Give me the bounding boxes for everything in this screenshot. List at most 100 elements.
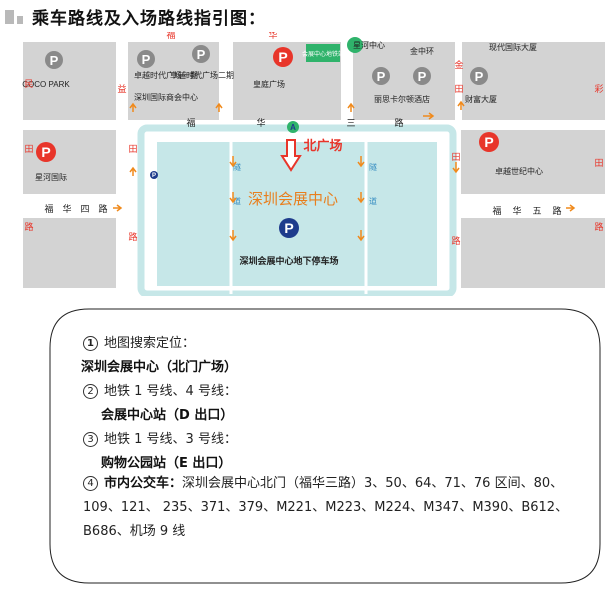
info-item1-label: 地图搜索定位： xyxy=(104,336,196,351)
svg-text:P: P xyxy=(484,134,493,150)
road-fuhua4-2: 华 xyxy=(62,203,71,214)
label-zhuoyue-shiji: 卓越世纪中心 xyxy=(495,166,543,176)
metro-exit-icon xyxy=(287,121,299,133)
label-xiandai: 现代国际大厦 xyxy=(489,42,537,52)
svg-text:P: P xyxy=(418,69,427,84)
info-item4-label: 市内公交车： xyxy=(104,476,183,491)
road-fuhua3-san: 三 xyxy=(346,118,355,128)
building-xinghe xyxy=(353,42,455,120)
road-lu-cai: 路 xyxy=(594,221,603,232)
info-panel: 1 地图搜索定位： 深圳会展中心（北门广场） 2 地铁 1 号线、4 号线： 会展中… xyxy=(49,308,601,584)
parking-zhuoyue2-icon xyxy=(192,45,210,63)
direction-arrows xyxy=(113,100,576,242)
road-fuhua4-3: 四 xyxy=(80,204,89,214)
label-metro: 会展中心地铁站 xyxy=(302,50,344,58)
road-top-hua: 华 xyxy=(268,32,277,40)
parking-underground-icon xyxy=(279,218,299,238)
parking-zhuoyue1-icon xyxy=(137,50,155,68)
tunnel-left-2: 道 xyxy=(233,196,241,206)
parking-coco-icon xyxy=(45,51,63,69)
parking-zhuoyue-shiji-icon xyxy=(479,132,499,152)
road-min: 民 xyxy=(24,79,33,89)
info-item2-value: 会展中心站（D 出口） xyxy=(101,408,234,423)
label-zhuoyue1: 卓越时代广场一期 xyxy=(134,70,198,80)
metro-exit-badge: A xyxy=(290,123,296,132)
label-caifu: 财富大厦 xyxy=(465,94,497,104)
label-convention-center: 深圳会展中心 xyxy=(248,191,338,208)
route-map: P P P P P P P P P P P A COCO PARK 卓越时代广场… xyxy=(21,32,607,296)
road-fuhua4-1: 福 xyxy=(44,203,53,214)
heading-square-icon xyxy=(5,10,14,24)
svg-text:P: P xyxy=(377,69,386,84)
parking-huangting-icon xyxy=(273,47,293,67)
label-north-plaza: 北广场 xyxy=(303,138,342,153)
label-xinghe-guoji: 星河国际 xyxy=(35,172,67,182)
label-jinzhonghuan: 金中环 xyxy=(410,46,434,56)
road-cai-tian: 田 xyxy=(594,158,603,168)
road-tian-left: 田 xyxy=(24,144,33,154)
info-item3-value: 购物公园站（E 出口） xyxy=(101,456,232,471)
info-item1-value: 深圳会展中心（北门广场） xyxy=(81,360,238,375)
north-plaza-arrow-icon xyxy=(280,139,302,172)
road-yi-tian: 田 xyxy=(128,144,137,154)
road-fuhua3-hua: 华 xyxy=(256,117,265,128)
num-4-icon: 4 xyxy=(83,476,98,491)
road-jin-tian: 田 xyxy=(451,152,460,162)
parking-jinzhonghuan-icon xyxy=(413,67,431,85)
road-fuhua5-3: 五 xyxy=(532,206,541,216)
building-bottom-left xyxy=(23,218,116,288)
svg-text:P: P xyxy=(152,173,156,179)
road-top-fu: 福 xyxy=(166,32,175,40)
tunnel-right-2: 道 xyxy=(369,196,377,206)
svg-text:P: P xyxy=(475,69,484,84)
building-coco-park xyxy=(23,42,116,120)
heading-square-small-icon xyxy=(17,16,23,24)
road-fuhua3-fu: 福 xyxy=(186,117,195,128)
svg-text:P: P xyxy=(197,47,206,62)
info-frame xyxy=(49,308,601,584)
label-huangting: 皇庭广场 xyxy=(253,79,285,89)
parking-icons xyxy=(36,45,499,238)
building-bottom-right xyxy=(461,218,605,288)
info-item1-label-row: 1 地图搜索定位： xyxy=(83,332,195,351)
info-item2-label: 地铁 1 号线、4 号线： xyxy=(104,384,237,399)
svg-text:P: P xyxy=(284,220,293,236)
road-lu-jin: 路 xyxy=(451,235,460,246)
tunnel-right-1: 隧 xyxy=(369,162,377,172)
page-title: 乘车路线及入场路线指引图： xyxy=(32,9,266,29)
parking-xinghe-guoji-icon xyxy=(36,142,56,162)
road-fuhua3-lu: 路 xyxy=(394,117,403,128)
label-xinghe: 星河中心 xyxy=(353,40,385,50)
parking-ritz-icon xyxy=(372,67,390,85)
num-2-icon: 2 xyxy=(83,384,98,399)
tunnel-left-1: 隧 xyxy=(233,162,241,172)
svg-text:P: P xyxy=(142,52,151,67)
road-cai: 彩 xyxy=(594,84,603,94)
svg-text:P: P xyxy=(278,49,287,65)
num-1-icon: 1 xyxy=(83,336,98,351)
road-fuhua5-2: 华 xyxy=(512,205,521,216)
label-coco: COCO PARK xyxy=(22,80,70,89)
road-fuhua5-4: 路 xyxy=(552,205,561,216)
road-tian: 田 xyxy=(454,84,463,94)
metro-logo-icon xyxy=(347,37,363,53)
svg-text:P: P xyxy=(50,53,59,68)
road-yi: 益 xyxy=(117,83,126,94)
info-item4-value: 深圳会展中心北门（福华三路）3、50、64、71、76 区间、80、109、12… xyxy=(83,476,569,539)
road-jin: 金 xyxy=(454,59,463,70)
road-fuhua5-1: 福 xyxy=(492,205,501,216)
road-lu-yi: 路 xyxy=(128,231,137,242)
parking-small-blue-icon xyxy=(150,171,158,179)
parking-xiandai-icon xyxy=(470,67,488,85)
label-underground-parking: 深圳会展中心地下停车场 xyxy=(239,255,338,266)
info-item3-label: 地铁 1 号线、3 号线： xyxy=(104,432,237,447)
label-zhuoyue2: 卓越时代广场二期 xyxy=(170,70,234,80)
info-item2-label-row: 2 地铁 1 号线、4 号线： xyxy=(83,380,237,399)
metro-station-box xyxy=(306,44,340,62)
label-ritz: 丽思卡尔顿酒店 xyxy=(374,94,430,104)
svg-text:P: P xyxy=(41,144,50,160)
road-lu-left: 路 xyxy=(24,221,33,232)
info-item4: 4 市内公交车：深圳会展中心北门（福华三路）3、50、64、71、76 区间、80… xyxy=(83,472,588,544)
road-fuhua4-4: 路 xyxy=(98,203,107,214)
